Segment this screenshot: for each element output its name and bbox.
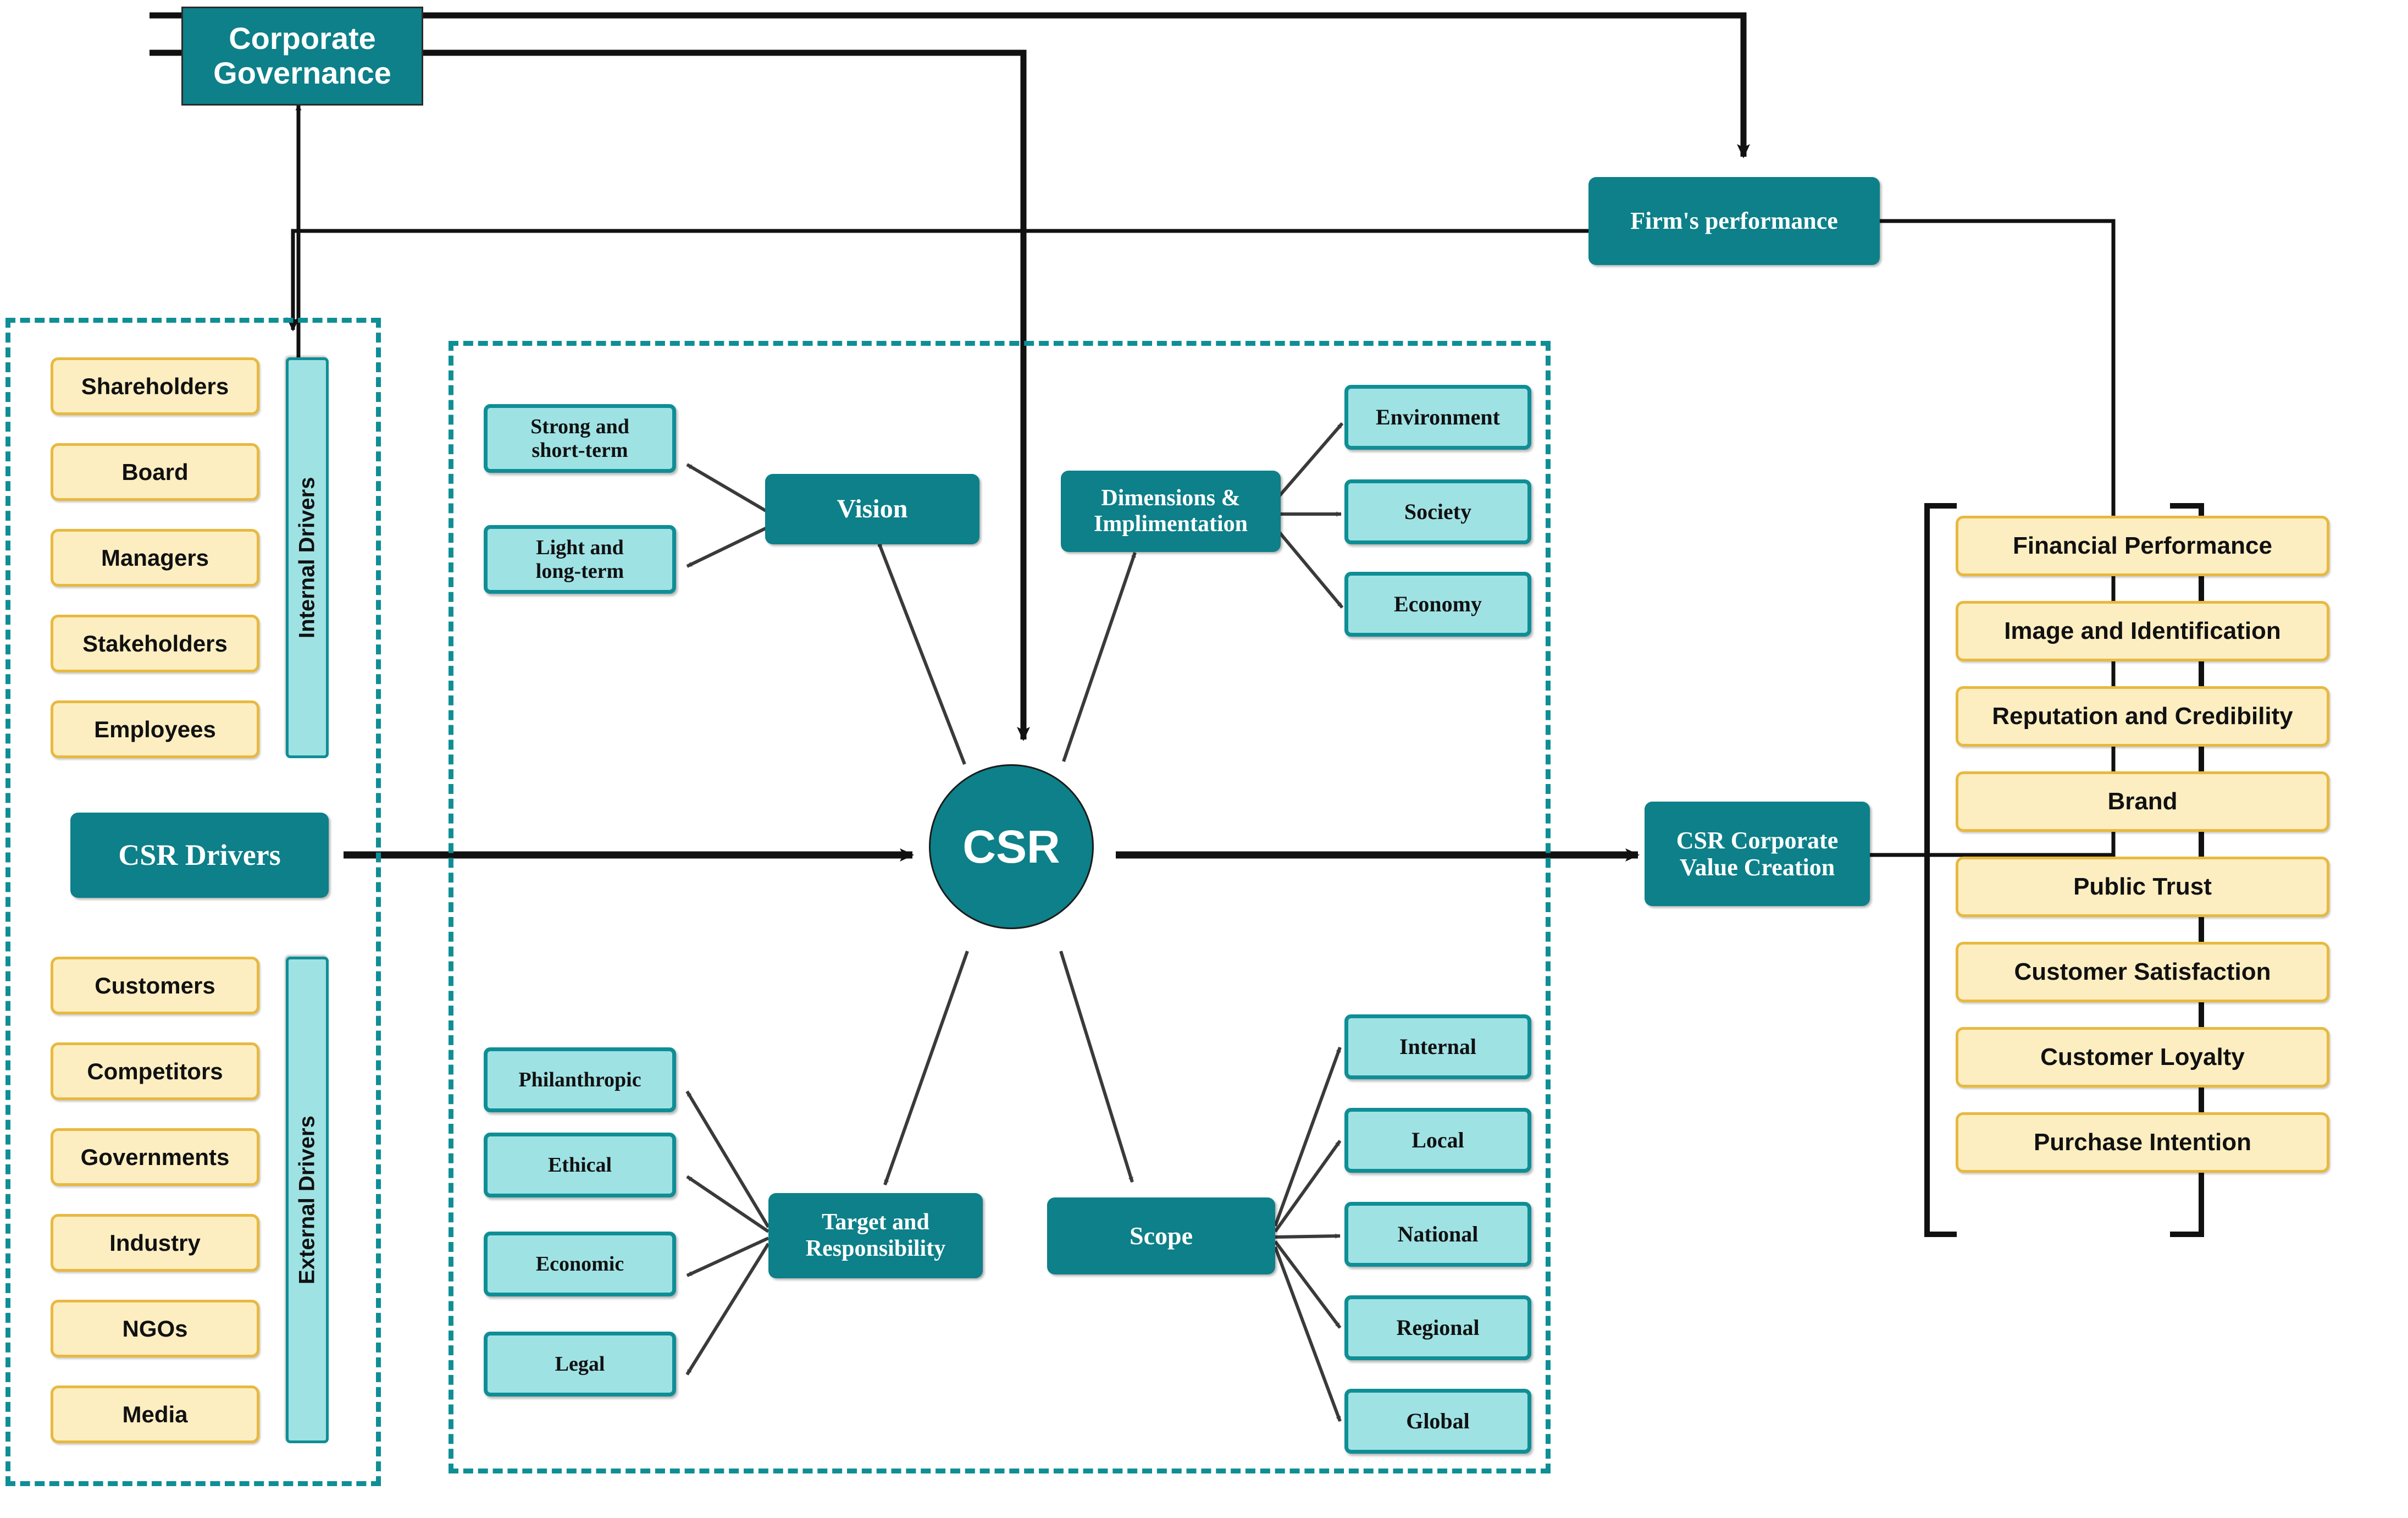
- item-label: Economy: [1394, 591, 1482, 616]
- vision-item-light-long-term[interactable]: Light and long-term: [484, 525, 676, 594]
- scope-item-regional[interactable]: Regional: [1344, 1295, 1531, 1360]
- item-label: NGOs: [122, 1315, 188, 1342]
- external-drivers-bar[interactable]: External Drivers: [286, 957, 329, 1443]
- outcome-financial-performance[interactable]: Financial Performance: [1956, 516, 2329, 576]
- item-label: Strong and short-term: [530, 415, 629, 462]
- csr-core-circle[interactable]: CSR: [929, 764, 1094, 929]
- target-item-philanthropic[interactable]: Philanthropic: [484, 1047, 676, 1112]
- csr-drivers-box[interactable]: CSR Drivers: [70, 813, 329, 898]
- outcome-reputation-and-credibility[interactable]: Reputation and Credibility: [1956, 686, 2329, 747]
- scope-item-local[interactable]: Local: [1344, 1108, 1531, 1173]
- external-driver-customers[interactable]: Customers: [51, 957, 259, 1014]
- internal-driver-employees[interactable]: Employees: [51, 700, 259, 758]
- internal-driver-managers[interactable]: Managers: [51, 529, 259, 587]
- internal-driver-shareholders[interactable]: Shareholders: [51, 357, 259, 415]
- item-label: Society: [1404, 499, 1472, 524]
- external-driver-governments[interactable]: Governments: [51, 1128, 259, 1186]
- outcome-public-trust[interactable]: Public Trust: [1956, 857, 2329, 917]
- dimension-item-society[interactable]: Society: [1344, 479, 1531, 544]
- scope-label: Scope: [1130, 1222, 1193, 1250]
- item-label: Industry: [109, 1229, 201, 1256]
- outcome-customer-loyalty[interactable]: Customer Loyalty: [1956, 1027, 2329, 1088]
- vision-label: Vision: [837, 494, 908, 524]
- firms-performance-box[interactable]: Firm's performance: [1588, 177, 1880, 265]
- item-label: Board: [121, 459, 189, 485]
- vision-box[interactable]: Vision: [765, 474, 979, 544]
- dimension-item-environment[interactable]: Environment: [1344, 385, 1531, 450]
- item-label: Image and Identification: [2004, 617, 2281, 645]
- item-label: Purchase Intention: [2033, 1129, 2252, 1156]
- external-driver-competitors[interactable]: Competitors: [51, 1042, 259, 1100]
- scope-box[interactable]: Scope: [1047, 1197, 1275, 1274]
- corporate-governance-label: Corporate Governance: [213, 21, 391, 90]
- item-label: Stakeholders: [82, 630, 228, 656]
- item-label: Managers: [101, 544, 209, 571]
- item-label: Reputation and Credibility: [1992, 703, 2293, 730]
- value-creation-label: CSR Corporate Value Creation: [1676, 826, 1839, 881]
- item-label: Ethical: [547, 1153, 612, 1177]
- corporate-governance-box[interactable]: Corporate Governance: [181, 7, 423, 106]
- item-label: Regional: [1396, 1315, 1480, 1340]
- external-driver-ngos[interactable]: NGOs: [51, 1300, 259, 1357]
- outcome-brand[interactable]: Brand: [1956, 771, 2329, 832]
- internal-drivers-label: Internal Drivers: [295, 477, 319, 639]
- internal-driver-stakeholders[interactable]: Stakeholders: [51, 615, 259, 672]
- firms-performance-label: Firm's performance: [1630, 207, 1838, 235]
- item-label: National: [1397, 1221, 1479, 1246]
- item-label: Customers: [95, 972, 215, 998]
- dimensions-implementation-box[interactable]: Dimensions & Implimentation: [1061, 471, 1281, 552]
- item-label: Customer Loyalty: [2040, 1044, 2245, 1071]
- item-label: Shareholders: [81, 373, 229, 399]
- item-label: Competitors: [87, 1058, 223, 1084]
- item-label: Public Trust: [2073, 873, 2212, 901]
- internal-drivers-bar[interactable]: Internal Drivers: [286, 357, 329, 758]
- item-label: Governments: [80, 1144, 230, 1170]
- csr-corporate-value-creation-box[interactable]: CSR Corporate Value Creation: [1645, 802, 1870, 906]
- external-driver-media[interactable]: Media: [51, 1385, 259, 1443]
- csr-drivers-label: CSR Drivers: [118, 838, 281, 872]
- item-label: Philanthropic: [518, 1068, 641, 1091]
- item-label: Brand: [2107, 788, 2178, 815]
- item-label: Environment: [1376, 404, 1500, 429]
- dimensions-label: Dimensions & Implimentation: [1093, 485, 1248, 537]
- scope-item-national[interactable]: National: [1344, 1202, 1531, 1267]
- scope-item-global[interactable]: Global: [1344, 1389, 1531, 1454]
- item-label: Legal: [555, 1352, 605, 1376]
- item-label: Global: [1406, 1408, 1470, 1433]
- target-item-economic[interactable]: Economic: [484, 1232, 676, 1296]
- item-label: Customer Satisfaction: [2014, 958, 2271, 986]
- item-label: Light and long-term: [535, 536, 624, 583]
- scope-item-internal[interactable]: Internal: [1344, 1014, 1531, 1079]
- external-drivers-label: External Drivers: [295, 1116, 319, 1284]
- item-label: Local: [1411, 1127, 1464, 1152]
- csr-core-panel-outline: [449, 341, 1551, 1473]
- item-label: Media: [122, 1401, 188, 1427]
- item-label: Internal: [1399, 1034, 1476, 1059]
- vision-item-strong-short-term[interactable]: Strong and short-term: [484, 404, 676, 473]
- outcome-customer-satisfaction[interactable]: Customer Satisfaction: [1956, 942, 2329, 1002]
- item-label: Financial Performance: [2013, 532, 2272, 560]
- item-label: Employees: [94, 716, 216, 742]
- target-responsibility-box[interactable]: Target and Responsibility: [768, 1193, 983, 1278]
- item-label: Economic: [535, 1252, 624, 1276]
- drivers-panel-outline: [5, 318, 381, 1486]
- external-driver-industry[interactable]: Industry: [51, 1214, 259, 1272]
- outcome-purchase-intention[interactable]: Purchase Intention: [1956, 1112, 2329, 1173]
- internal-driver-board[interactable]: Board: [51, 443, 259, 501]
- outcome-image-and-identification[interactable]: Image and Identification: [1956, 601, 2329, 661]
- target-label: Target and Responsibility: [805, 1210, 946, 1261]
- target-item-ethical[interactable]: Ethical: [484, 1133, 676, 1197]
- target-item-legal[interactable]: Legal: [484, 1332, 676, 1396]
- dimension-item-economy[interactable]: Economy: [1344, 572, 1531, 637]
- csr-core-label: CSR: [962, 820, 1060, 873]
